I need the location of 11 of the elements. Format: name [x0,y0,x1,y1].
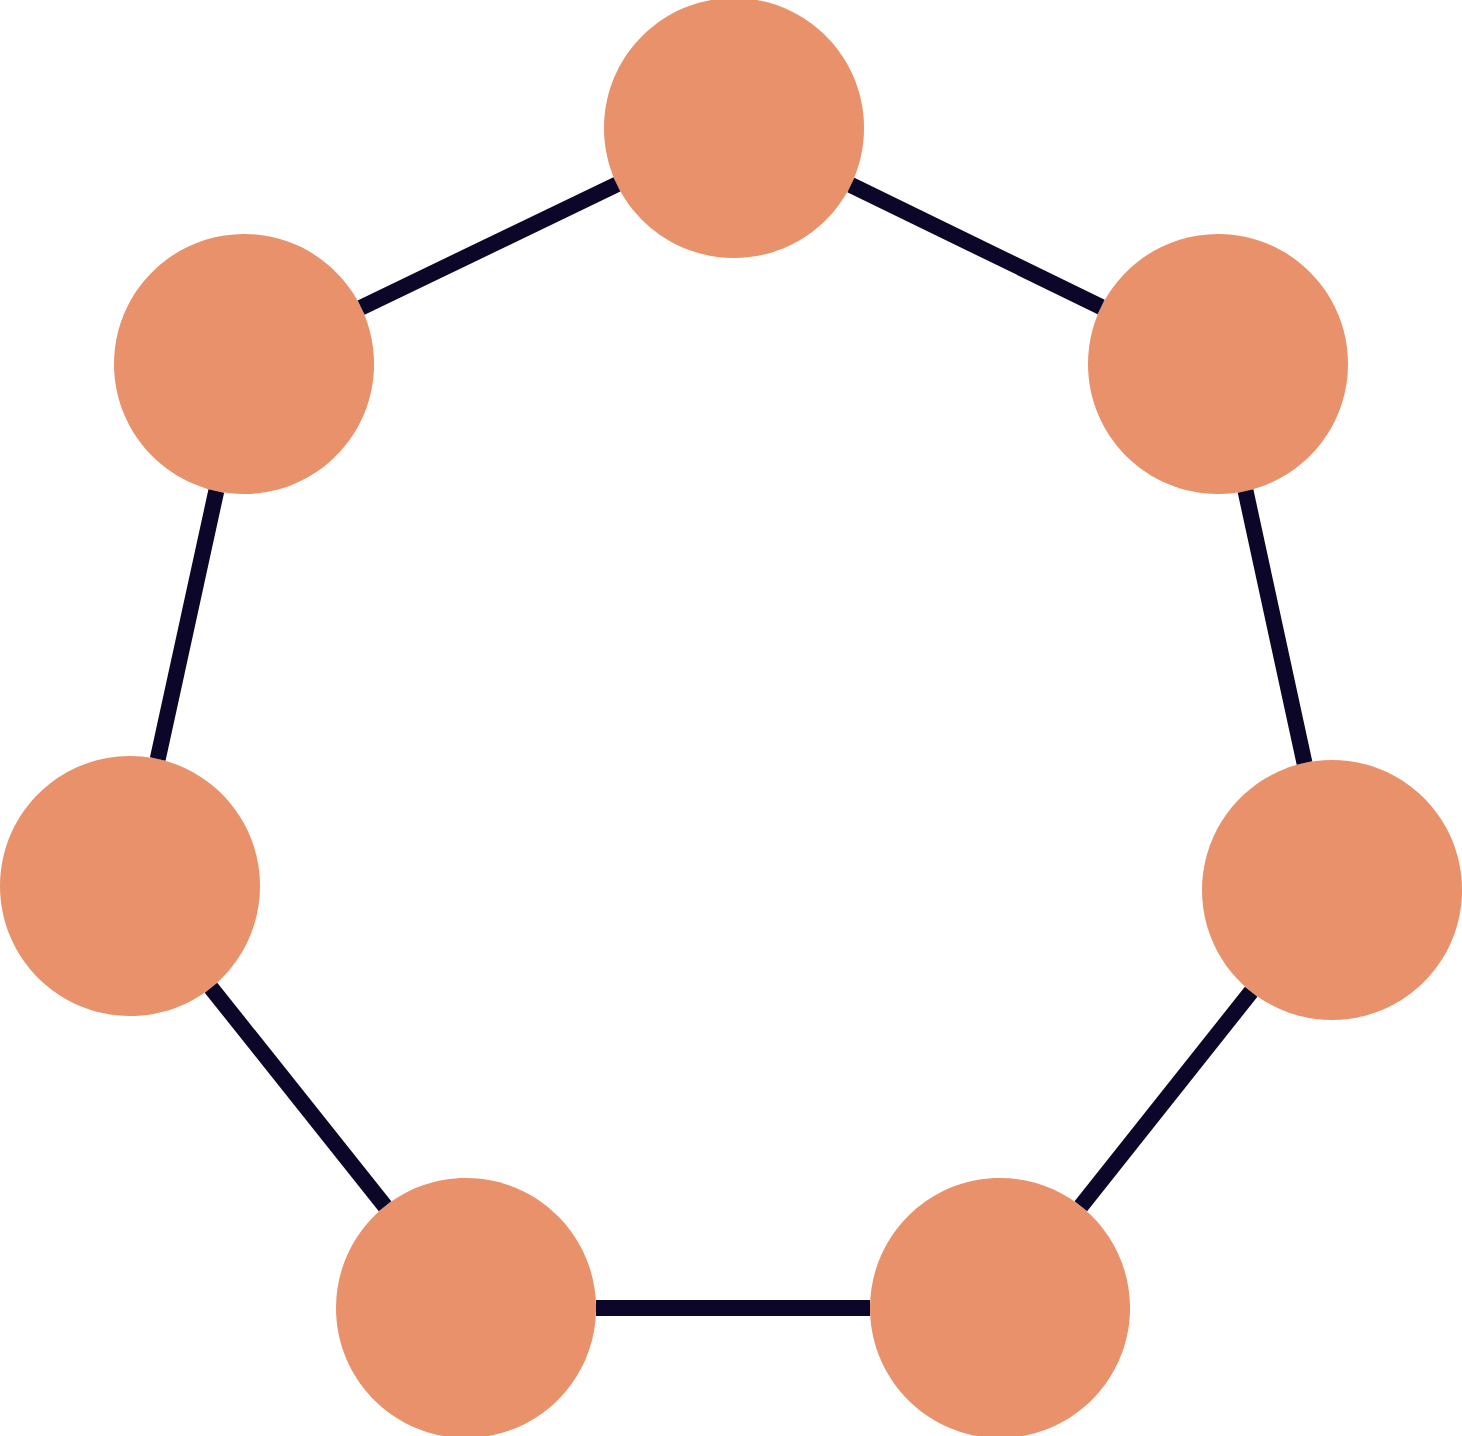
connector-line [357,177,621,315]
circle [1202,760,1462,1020]
connector-line [1237,489,1313,765]
circle [114,234,374,494]
connector-line [847,177,1105,315]
circle [0,756,260,1016]
connector-line [204,982,392,1212]
connector-line [149,489,225,761]
connector-line [596,1300,870,1316]
connector-line [1074,986,1258,1212]
circle [1088,234,1348,494]
